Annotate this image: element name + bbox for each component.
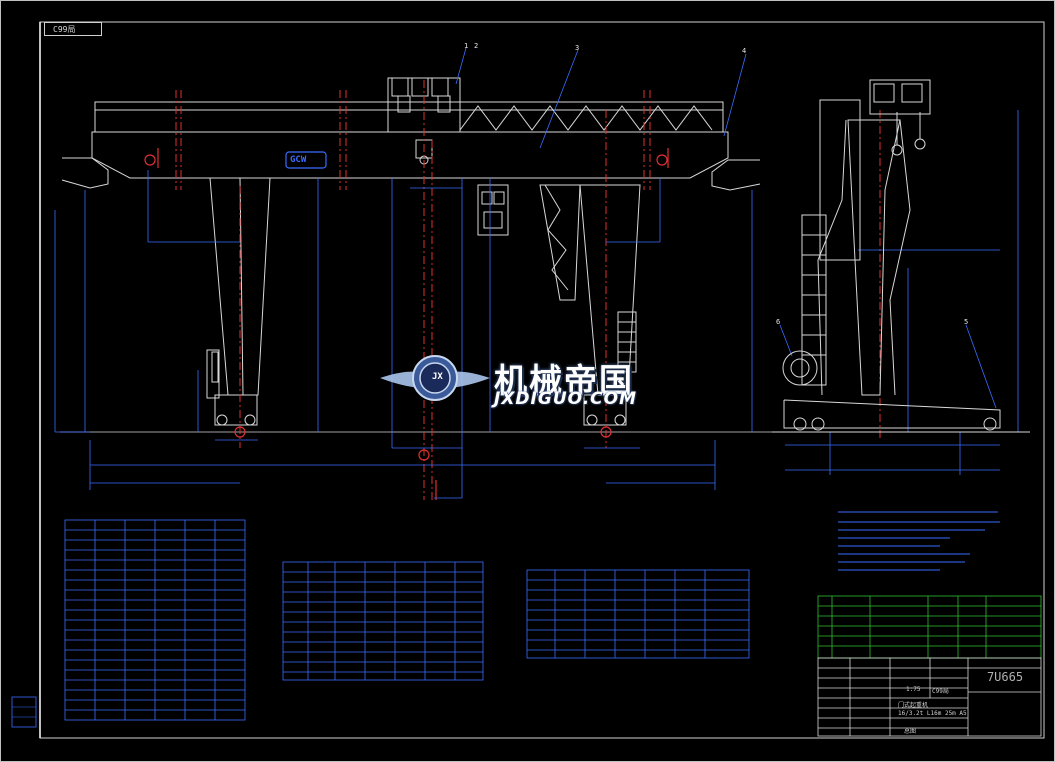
part-balloon-2: 2 [474, 42, 479, 50]
dimension-lines [54, 110, 1019, 499]
watermark-emblem [380, 355, 490, 401]
title-line-1: 门式起重机 [898, 702, 929, 709]
drawing-code-tag: C99局 [44, 22, 102, 36]
part-balloon-3: 3 [575, 44, 580, 52]
part-balloon-4: 4 [742, 47, 747, 55]
part-balloon-1: 1 [464, 42, 469, 50]
drawing-scale: 1:75 [906, 686, 921, 693]
technical-notes [838, 511, 1000, 571]
center-markers [144, 148, 669, 500]
parts-list-table [817, 595, 1042, 659]
girder-badge-text: GCW [290, 155, 307, 165]
watermark-logo-initials: JX [432, 372, 443, 382]
title-line-3: 总图 [904, 728, 917, 735]
sheet-ref: C99局 [932, 688, 949, 695]
drawing-code-text: C99局 [53, 25, 76, 34]
title-block [817, 657, 1042, 737]
parameter-table-3 [526, 569, 750, 659]
center-lines [175, 80, 881, 500]
front-view-girder [60, 77, 772, 433]
watermark-brand-cn: 机械帝国 [494, 361, 634, 400]
part-balloon-5: 5 [964, 318, 969, 326]
parameter-table-2 [282, 561, 484, 681]
parameter-table-1 [64, 519, 246, 721]
drawing-number: 7U665 [986, 670, 1024, 684]
girder-badge [285, 151, 327, 169]
part-balloon-6: 6 [776, 318, 781, 326]
title-line-2: 16/3.2t L16m 25m A5 [898, 710, 967, 717]
leader-lines [455, 47, 997, 409]
watermark-brand-url: JXDIGUO.COM [494, 389, 638, 409]
side-view-crane [772, 79, 1030, 433]
